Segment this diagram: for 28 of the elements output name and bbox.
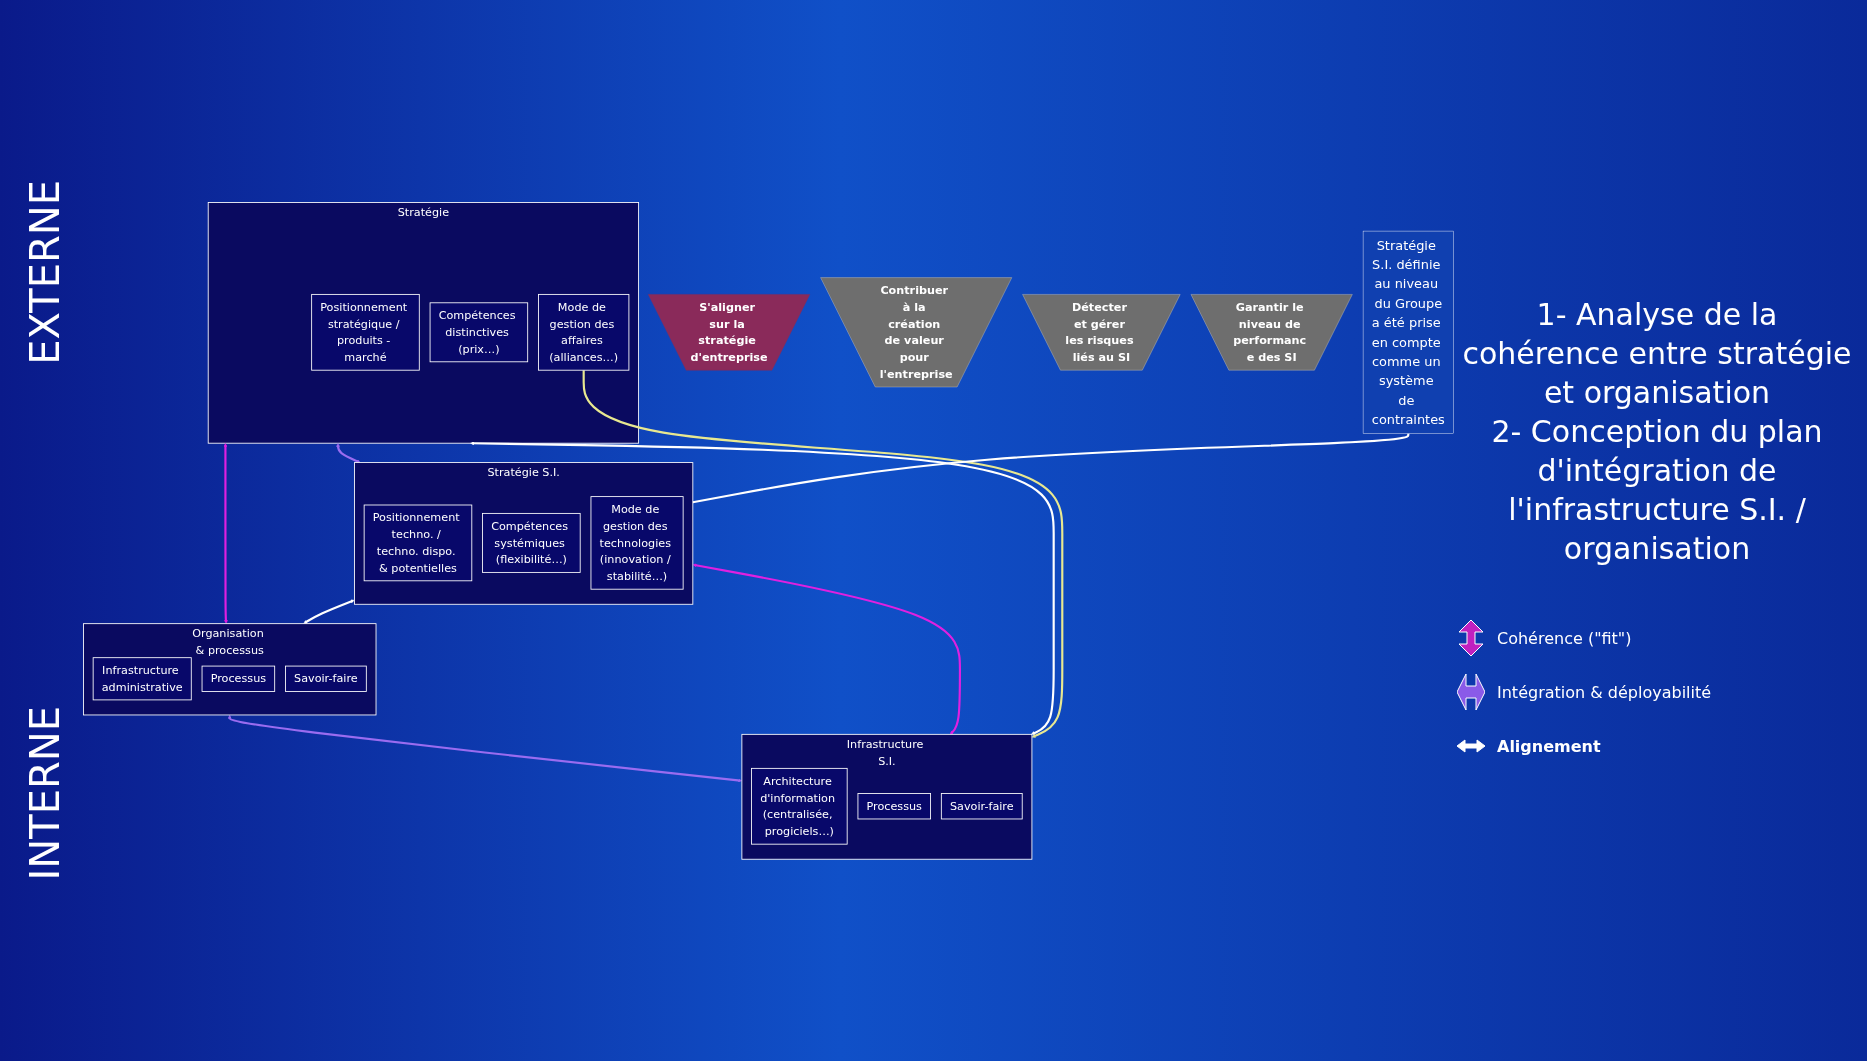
node-box: Infrastructure administrative: [92, 656, 192, 700]
legend-text: Intégration & déployabilité: [1497, 682, 1712, 702]
axis-label: INTERNE: [22, 706, 68, 881]
note-text: 2- Conception du plan d'intégration de l'infrastructure S.I. / organisation: [1490, 413, 1824, 568]
arrow: [692, 563, 961, 735]
node-box: Processus: [201, 665, 276, 692]
connector: [692, 432, 1410, 503]
arrow: [223, 442, 228, 624]
node-box: Savoir-faire: [940, 792, 1023, 820]
node-box: Positionnement stratégique / produits - marché: [311, 293, 420, 371]
arrow: [470, 441, 1055, 735]
legend-text: Alignement: [1497, 736, 1601, 756]
legend-text: Cohérence ("fit"): [1497, 628, 1632, 648]
node-box: Mode de gestion des affaires (alliances…): [538, 293, 630, 371]
arrow: [582, 369, 1064, 738]
node-box: Positionnement techno. / techno. dispo. & potentielles: [363, 504, 473, 581]
arrow: [303, 599, 355, 624]
node-box: Stratégie S.I. définie au niveau du Groupe a été prise en compte comme un système de contraintes: [1362, 230, 1454, 434]
node-box: Architecture d'information (centralisée, progiciels…): [751, 767, 848, 845]
note-text: 1- Analyse de la cohérence entre stratégie et organisation: [1461, 296, 1853, 412]
node-box: Processus: [857, 792, 931, 820]
node-box: Compétences systémiques (flexibilité…): [482, 512, 581, 573]
node-box: Compétences distinctives (prix…): [429, 302, 529, 362]
axis-label: EXTERNE: [22, 180, 68, 366]
arrow: [336, 442, 361, 463]
node-box: Mode de gestion des technologies (innovation / stabilité…): [590, 495, 684, 590]
arrow: [227, 714, 743, 783]
node-box: Savoir-faire: [285, 665, 367, 692]
